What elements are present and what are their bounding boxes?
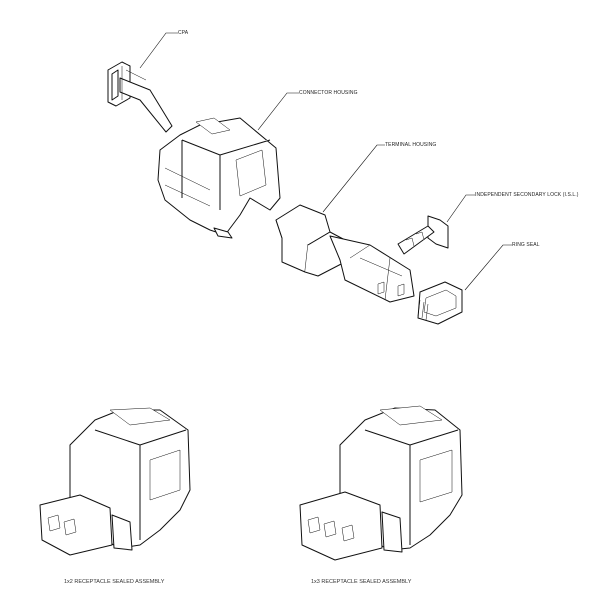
isl-part [397, 215, 449, 255]
label-terminal-housing: TERMINAL HOUSING [385, 142, 437, 148]
terminal-housing-part [275, 204, 415, 303]
label-cpa: CPA [178, 30, 189, 36]
label-connector-housing: CONNECTOR HOUSING [299, 90, 358, 96]
caption-1x3-assembly: 1x3 RECEPTACLE SEALED ASSEMBLY [311, 579, 412, 585]
connector-housing-part [157, 117, 281, 239]
leader-cpa [139, 32, 178, 69]
label-isl: INDEPENDENT SECONDARY LOCK (I.S.L.) [475, 192, 579, 198]
label-ring-seal: RING SEAL [512, 242, 540, 248]
leader-connector-housing [257, 92, 299, 131]
leader-ring-seal [464, 244, 512, 291]
cpa-part [107, 61, 173, 133]
assembly-1x2-drawing [39, 407, 191, 556]
assembly-1x3-drawing [299, 405, 463, 561]
leader-lines [139, 32, 512, 291]
leader-isl [446, 194, 475, 223]
caption-1x2-assembly: 1x2 RECEPTACLE SEALED ASSEMBLY [64, 579, 165, 585]
leader-terminal-housing [322, 144, 385, 213]
ring-seal-part [417, 281, 463, 325]
